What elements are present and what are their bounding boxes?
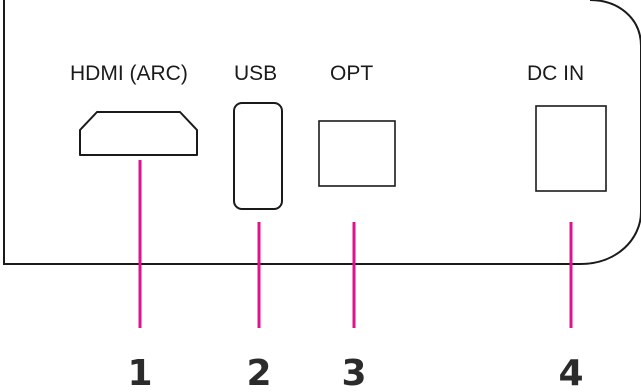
port-label-usb: USB: [234, 62, 277, 85]
callout-number-2: 2: [246, 353, 271, 392]
callout-number-4: 4: [558, 353, 583, 392]
hdmi-port-icon: [79, 111, 198, 156]
optical-port-icon: [318, 120, 396, 187]
callout-number-1: 1: [127, 353, 152, 392]
device-rear-panel-outline: [3, 0, 641, 265]
callout-number-3: 3: [341, 353, 366, 392]
usb-port-icon: [233, 102, 283, 210]
port-label-dc-in: DC IN: [527, 62, 584, 85]
dc-power-port-icon: [535, 105, 607, 192]
port-label-hdmi: HDMI (ARC): [70, 62, 188, 85]
port-label-opt: OPT: [330, 62, 373, 85]
